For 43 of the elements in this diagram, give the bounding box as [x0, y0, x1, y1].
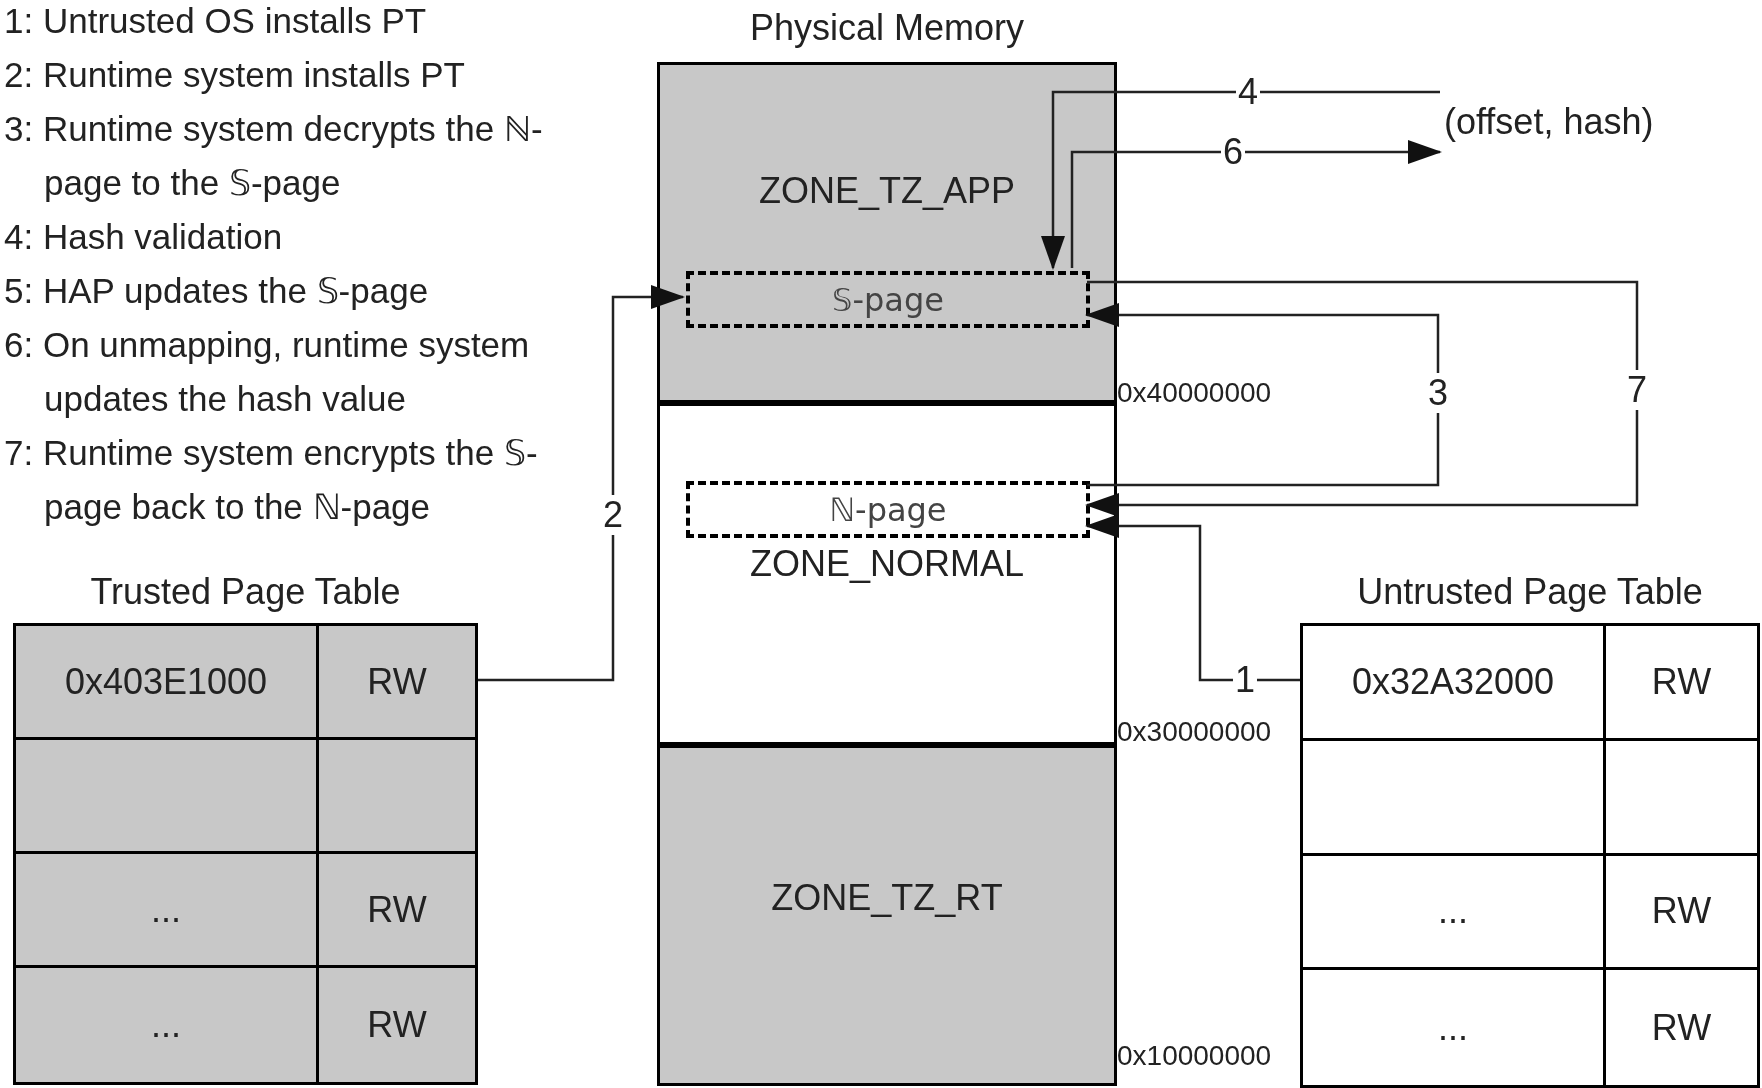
step-description: 4: Hash validation — [4, 216, 284, 258]
table-cell: ... — [16, 854, 319, 968]
table-cell: RW — [319, 626, 475, 740]
column-heading: Physical Memory — [748, 6, 1026, 50]
arrow — [1085, 303, 1440, 487]
table-cell-text: RW — [366, 1003, 428, 1047]
dashed-page-box: ℕ-page — [686, 481, 1090, 538]
memory-zone — [657, 745, 1117, 1086]
arrow — [1085, 514, 1300, 682]
step-description: 2: Runtime system installs PT — [4, 54, 466, 96]
table-heading: Untrusted Page Table — [1356, 570, 1704, 614]
edge-label: 7 — [1625, 370, 1649, 410]
edge-label: 3 — [1426, 373, 1450, 413]
address-label: 0x30000000 — [1117, 716, 1272, 748]
table-cell: RW — [1606, 855, 1757, 971]
memory-zone — [657, 403, 1117, 745]
arrow — [1070, 140, 1442, 268]
arrow — [1041, 90, 1440, 270]
address-label: 0x40000000 — [1117, 377, 1272, 409]
address-label: 0x10000000 — [1117, 1040, 1272, 1072]
dashed-page-box: 𝕊-page — [686, 271, 1090, 328]
table-cell: 0x403E1000 — [16, 626, 319, 740]
tuple-text: (offset, hash) — [1440, 86, 1730, 158]
edge-label: 2 — [601, 495, 625, 535]
table-cell: RW — [319, 854, 475, 968]
table-cell: 0x32A32000 — [1303, 626, 1606, 741]
zone-label: ZONE_TZ_APP — [757, 169, 1017, 213]
table-heading: Trusted Page Table — [89, 570, 402, 614]
step-description: 1: Untrusted OS installs PT — [4, 0, 428, 42]
zone-label: ZONE_TZ_RT — [770, 876, 1004, 920]
step-description: 3: Runtime system decrypts the ℕ-page to the 𝕊-page — [4, 108, 544, 204]
table-cell: ... — [1303, 970, 1606, 1085]
step-description: 5: HAP updates the 𝕊-page — [4, 270, 430, 312]
memory-zone — [657, 62, 1117, 403]
arrow — [478, 285, 685, 682]
table-cell: RW — [1606, 626, 1757, 741]
step-description: 6: On unmapping, runtime system updates the hash value — [4, 324, 531, 420]
zone-label: ZONE_NORMAL — [748, 542, 1025, 586]
step-description: 7: Runtime system encrypts the 𝕊-page back to the ℕ-page — [4, 432, 539, 528]
table-cell-text: RW — [1650, 1005, 1713, 1050]
table-cell: ... — [16, 968, 319, 1082]
table-cell: ... — [1303, 855, 1606, 971]
arrow — [1085, 280, 1639, 517]
